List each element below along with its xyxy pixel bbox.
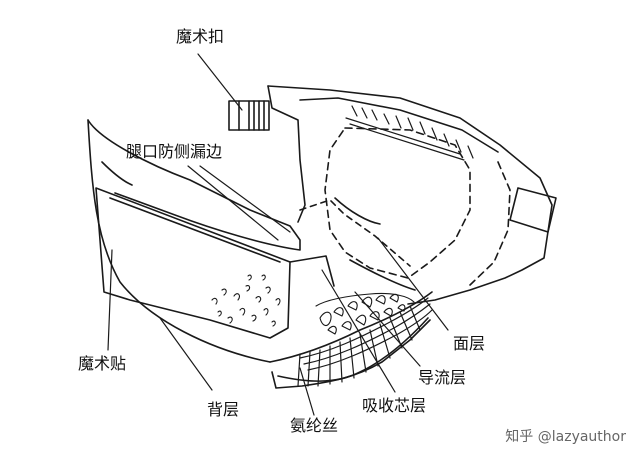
rear-panel-left-edge (267, 85, 306, 223)
front-panel-outline (87, 119, 301, 251)
label-top-sheet: 面层 (453, 334, 486, 353)
velcro-buckle-tab (228, 100, 270, 131)
label-velcro-buckle: 魔术扣 (176, 27, 225, 46)
front-panel-fold (101, 161, 133, 186)
label-velcro-patch: 魔术贴 (78, 354, 127, 373)
label-absorbent-core: 吸收芯层 (362, 396, 427, 415)
leg-cuff-outline (269, 291, 433, 363)
top-sheet-crease (349, 259, 416, 291)
leader-lines (107, 53, 449, 416)
inner-pad-dashed-side (469, 161, 511, 286)
waist-stitching-row (345, 117, 465, 161)
label-back-sheet: 背层 (207, 400, 240, 419)
velcro-patch-outline (95, 187, 291, 339)
watermark: 知乎 @lazyauthor (505, 429, 626, 445)
top-sheet-curve (334, 197, 381, 225)
label-spandex-thread: 氨纶丝 (290, 416, 339, 435)
velcro-patch-inner (109, 197, 281, 263)
front-inner-edge (289, 255, 335, 287)
leg-cuff-stitches (297, 305, 421, 387)
velcro-patch-texture (211, 274, 281, 327)
label-acquisition-layer: 导流层 (418, 368, 467, 387)
elastic-cuff-dashed (299, 199, 411, 267)
rear-panel-outline (267, 85, 553, 305)
front-panel-left-edge (87, 119, 271, 363)
side-tab (509, 187, 557, 233)
absorbent-core-texture (315, 292, 415, 335)
label-leg-leak-guard: 腿口防侧漏边 (126, 142, 223, 161)
rear-inner-line (299, 97, 499, 153)
waist-stitching (351, 105, 474, 159)
